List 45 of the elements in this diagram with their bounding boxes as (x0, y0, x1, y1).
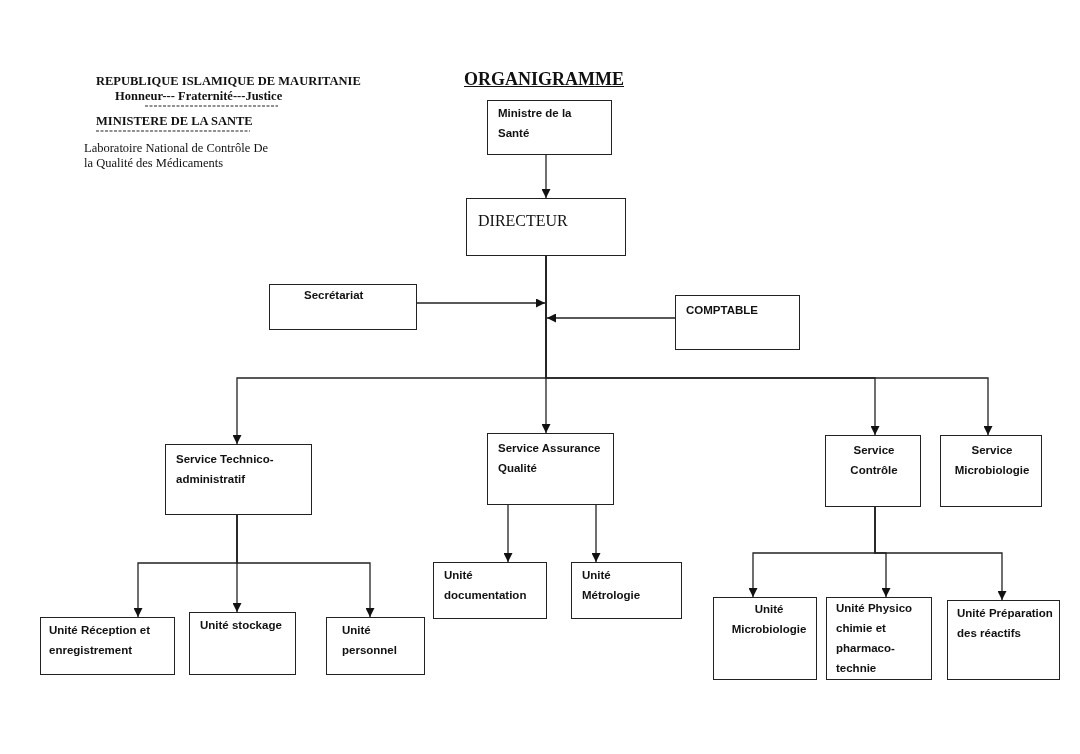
org-box (826, 597, 932, 680)
org-box (571, 562, 682, 619)
header-text: REPUBLIQUE ISLAMIQUE DE MAURITANIE (96, 74, 361, 89)
title: ORGANIGRAMME (464, 68, 624, 90)
org-box (189, 612, 296, 675)
org-box (675, 295, 800, 350)
org-box (433, 562, 547, 619)
connector-arrow (591, 504, 601, 563)
box-label: Unité Métrologie (582, 568, 642, 603)
org-box (713, 597, 817, 680)
box-label: Secrétariat (304, 288, 365, 303)
box-label: DIRECTEUR (478, 211, 569, 231)
org-box (947, 600, 1060, 680)
box-label: COMPTABLE (686, 303, 759, 318)
org-box (487, 433, 614, 505)
connector-arrow (503, 504, 513, 563)
connector-arrow (874, 506, 1007, 601)
org-box (487, 100, 612, 155)
connector-arrow (541, 154, 551, 199)
box-label: Unité Microbiologie (730, 602, 808, 637)
org-box (165, 444, 312, 515)
connector-arrow (545, 255, 993, 436)
connector-arrow (416, 298, 546, 308)
box-label: Unité stockage (200, 618, 283, 633)
header-text: Honneur--- Fraternité---Justice (115, 89, 283, 104)
box-label: Unité Physico chimie et pharmaco-technie (836, 601, 914, 676)
org-box (825, 435, 921, 507)
box-label: Unité personnel (342, 623, 398, 658)
box-label: Unité documentation (444, 568, 528, 603)
connector-arrow (546, 313, 676, 323)
box-label: Service Technico-administratif (176, 452, 275, 487)
box-label: Ministre de la Santé (498, 106, 573, 141)
box-label: Service Microbiologie (953, 443, 1031, 478)
header-text: MINISTERE DE LA SANTE (96, 114, 253, 129)
org-box (940, 435, 1042, 507)
box-label: Unité Réception et enregistrement (49, 623, 151, 658)
box-label: Unité Préparation des réactifs (957, 606, 1054, 641)
org-box (269, 284, 417, 330)
box-label: Service Contrôle (849, 443, 899, 478)
connector-arrow (236, 514, 375, 618)
org-box (40, 617, 175, 675)
org-box (326, 617, 425, 675)
org-box (466, 198, 626, 256)
box-label: Service Assurance Qualité (498, 441, 602, 476)
header-text: Laboratoire National de Contrôle De la Qualité des Médicaments (84, 141, 269, 171)
